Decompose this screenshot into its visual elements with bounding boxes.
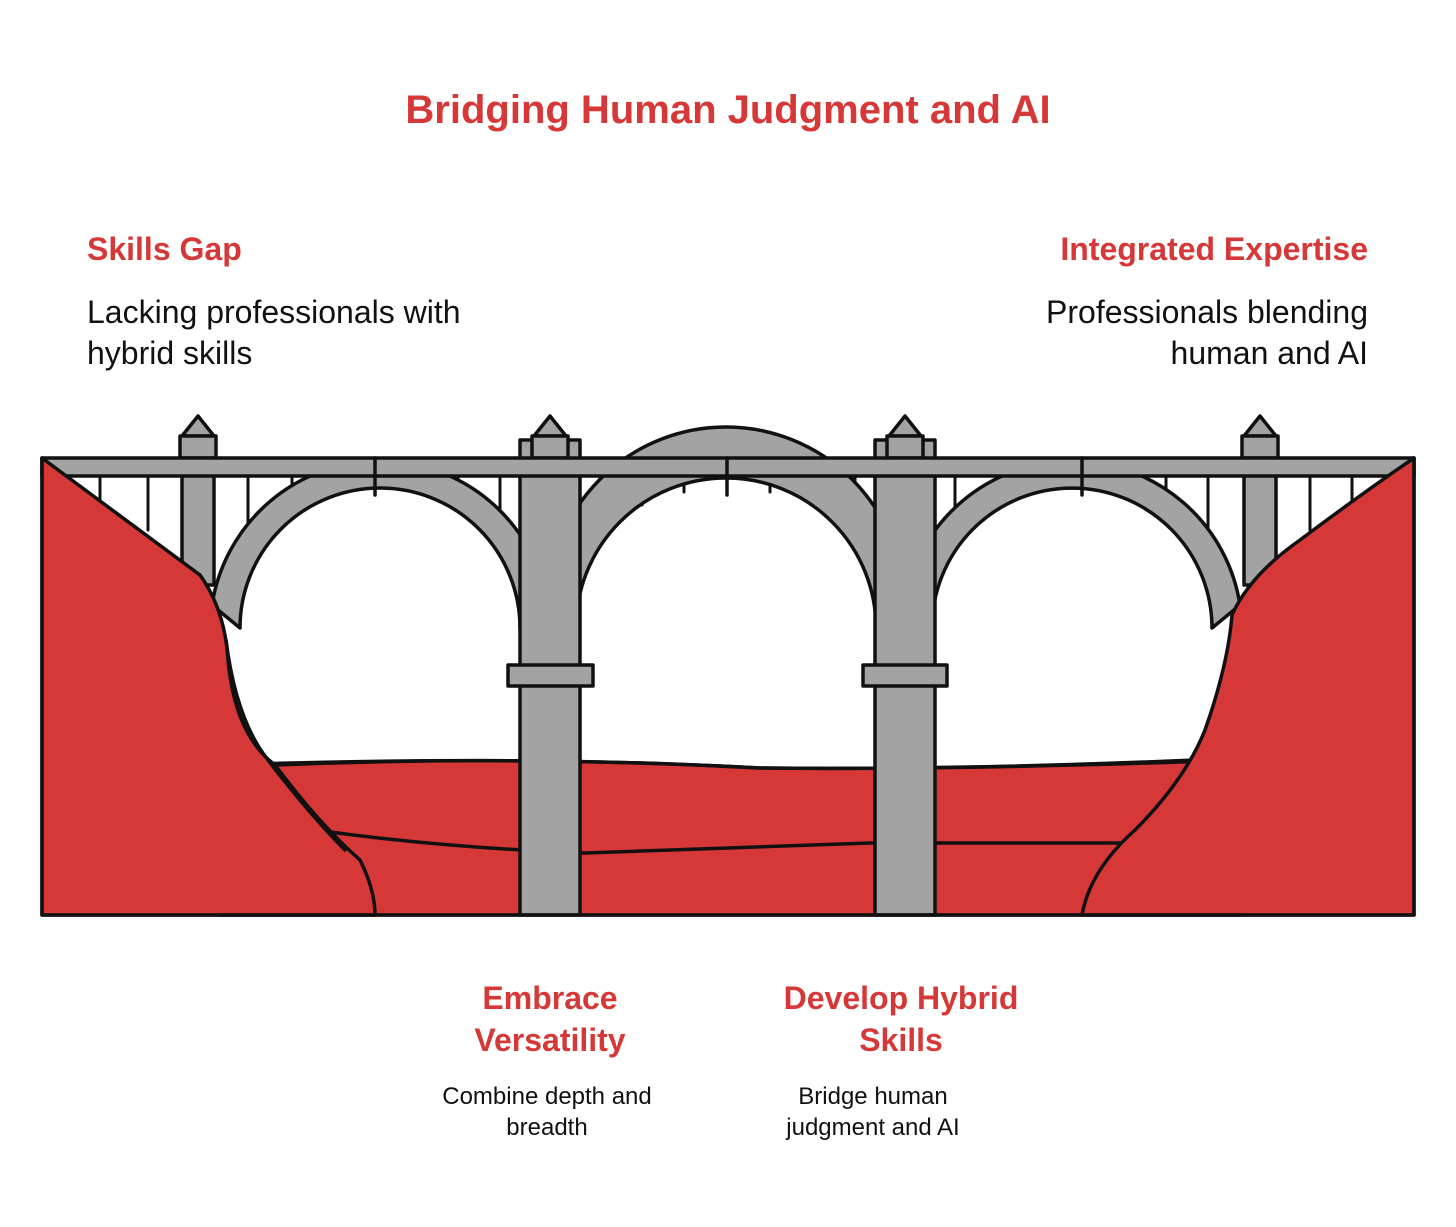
cliff-left <box>40 456 377 917</box>
cap-4 <box>1242 414 1278 438</box>
integrated-expertise-line-1: Professionals blending <box>1046 294 1368 330</box>
skills-gap-heading: Skills Gap <box>87 231 242 267</box>
river-shore-line <box>273 758 1197 771</box>
embrace-versatility-heading-1: Embrace <box>482 980 618 1016</box>
page-title: Bridging Human Judgment and AI <box>405 88 1051 132</box>
cliff-right <box>1080 456 1416 917</box>
cap-base-4 <box>1240 434 1280 460</box>
develop-hybrid-skills-line-1: Bridge human <box>798 1083 948 1110</box>
cap-2 <box>532 414 568 438</box>
embrace-versatility-line-2: breadth <box>506 1114 588 1141</box>
embrace-versatility-heading-2: Versatility <box>474 1022 626 1058</box>
frame-border <box>40 456 1416 917</box>
cap-3 <box>887 414 923 438</box>
integrated-expertise-heading: Integrated Expertise <box>1060 231 1368 267</box>
pillar-left-collar <box>506 663 595 688</box>
integrated-expertise-line-2: human and AI <box>1170 335 1368 371</box>
arch-left <box>210 459 550 630</box>
embrace-versatility-line-1: Combine depth and <box>442 1083 652 1110</box>
skills-gap-line-1: Lacking professionals with <box>87 294 461 330</box>
cap-base-1 <box>178 434 218 460</box>
skills-gap-line-2: hybrid skills <box>87 335 253 371</box>
river-bank-line <box>328 830 1137 855</box>
develop-hybrid-skills-heading-1: Develop Hybrid <box>783 980 1019 1016</box>
cap-base-2 <box>530 434 570 460</box>
cliff-left-contour <box>224 638 347 852</box>
arch-right <box>902 459 1242 630</box>
pillar-right-collar <box>861 663 949 688</box>
cap-base-3 <box>885 434 925 460</box>
develop-hybrid-skills-line-2: judgment and AI <box>786 1114 960 1141</box>
develop-hybrid-skills-heading-2: Skills <box>859 1022 943 1058</box>
cap-1 <box>180 414 216 438</box>
